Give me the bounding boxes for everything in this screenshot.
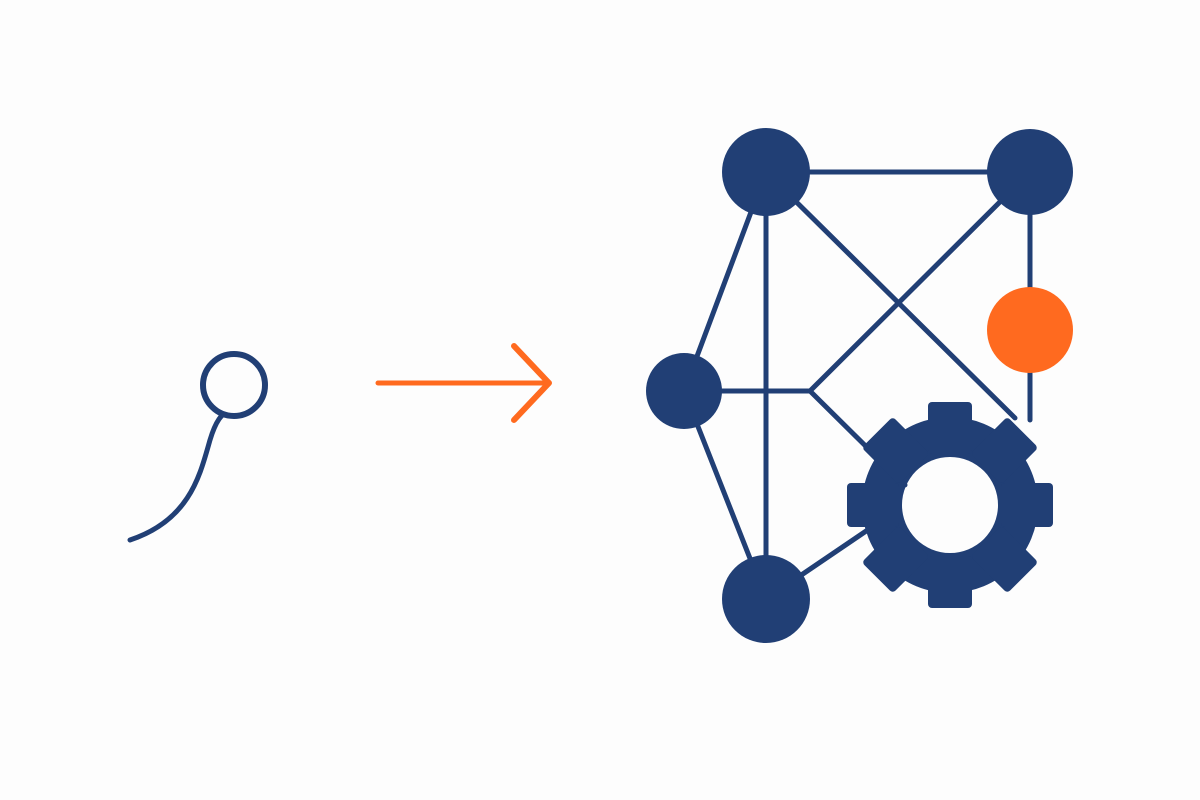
network-node-highlight: [987, 287, 1073, 373]
edge-top-right-cross: [807, 169, 1033, 394]
arrow-head: [511, 343, 552, 423]
network-node-left: [646, 353, 722, 429]
network-node-bottom-left: [722, 555, 810, 643]
source-node: [200, 351, 268, 419]
source-node-tail: [127, 408, 231, 543]
network-node-top-right: [987, 129, 1073, 215]
source-symbol: [127, 351, 268, 543]
edge-top-left-gear: [763, 169, 1018, 421]
network-diagram: [646, 128, 1073, 643]
gear-icon: [847, 402, 1053, 608]
network-node-top-left: [722, 128, 810, 216]
transition-arrow: [375, 343, 552, 423]
network-nodes: [646, 128, 1073, 643]
